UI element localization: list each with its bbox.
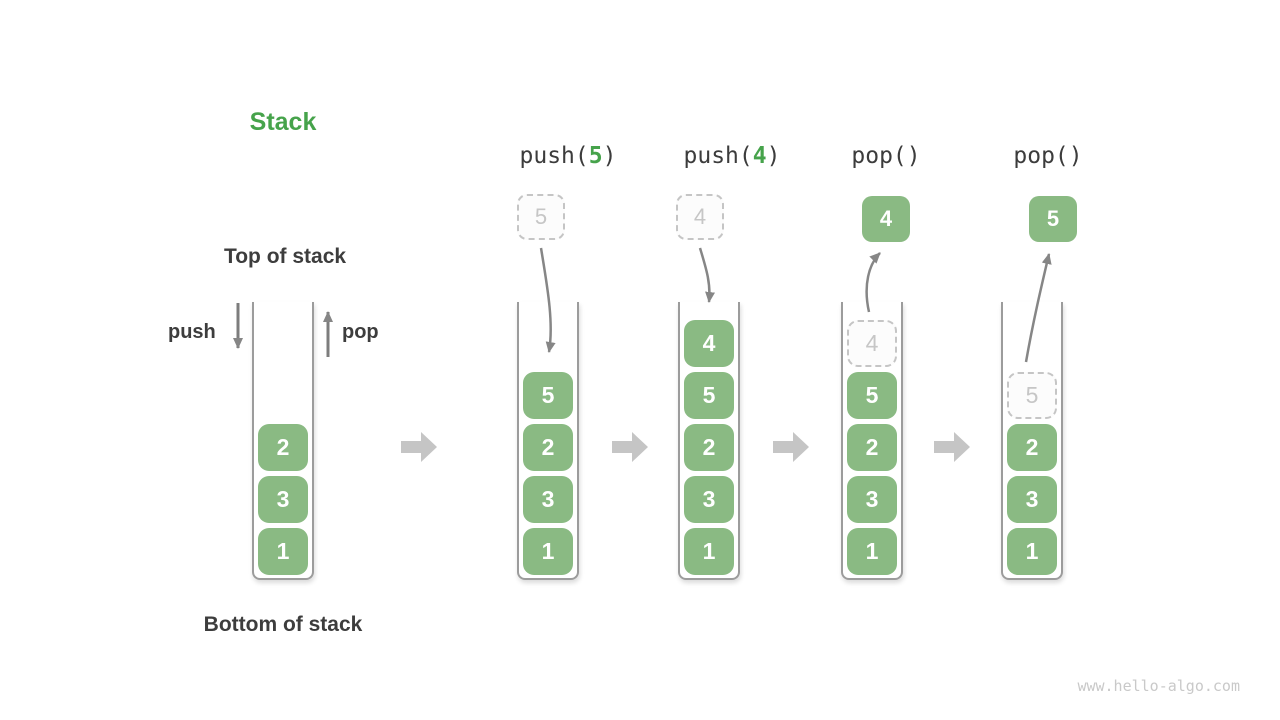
op-arg: 5 <box>588 143 603 169</box>
stack-cell: 1 <box>684 528 734 575</box>
op-close: ) <box>906 143 921 169</box>
bottom-of-stack-label: Bottom of stack <box>203 613 363 636</box>
stack-cell: 2 <box>258 424 308 471</box>
top-of-stack-label: Top of stack <box>223 245 347 268</box>
stack-cell: 3 <box>684 476 734 523</box>
stack-container-after-pop-5 <box>1001 302 1063 580</box>
pop-direction-label: pop <box>342 321 379 343</box>
stack-container-after-push-4 <box>678 302 740 580</box>
op-label-pop-1: pop() <box>851 143 920 169</box>
pushed-element-box: 5 <box>517 194 565 240</box>
op-label-push-4: push(4) <box>684 143 781 169</box>
stack-cell: 5 <box>684 372 734 419</box>
op-label-pop-2: pop() <box>1013 143 1082 169</box>
diagram-title: Stack <box>249 108 317 136</box>
popped-element-box: 5 <box>1029 196 1077 242</box>
stack-cell: 4 <box>684 320 734 367</box>
transition-arrow-icon <box>401 432 437 462</box>
push-direction-label: push <box>168 321 216 343</box>
stack-cell: 1 <box>523 528 573 575</box>
stack-cell: 3 <box>847 476 897 523</box>
transition-arrow-icon <box>773 432 809 462</box>
watermark: www.hello-algo.com <box>1077 677 1240 695</box>
op-close: ) <box>766 143 781 169</box>
stack-cell: 3 <box>1007 476 1057 523</box>
stack-cell: 2 <box>684 424 734 471</box>
pushed-element-box: 4 <box>676 194 724 240</box>
stack-cell: 2 <box>523 424 573 471</box>
stack-container-after-pop-4 <box>841 302 903 580</box>
stack-cell: 2 <box>1007 424 1057 471</box>
stack-cell: 3 <box>258 476 308 523</box>
stack-cell-removed: 4 <box>847 320 897 367</box>
op-label-push-5: push(5) <box>520 143 617 169</box>
stack-cell: 5 <box>523 372 573 419</box>
stack-cell: 2 <box>847 424 897 471</box>
op-name: pop( <box>1013 143 1069 169</box>
popped-element-box: 4 <box>862 196 910 242</box>
stack-cell-removed: 5 <box>1007 372 1057 419</box>
transition-arrow-icon <box>612 432 648 462</box>
stack-cell: 5 <box>847 372 897 419</box>
op-close: ) <box>602 143 617 169</box>
transition-arrow-icon <box>934 432 970 462</box>
op-name: pop( <box>851 143 907 169</box>
stack-container-initial <box>252 302 314 580</box>
op-name: push( <box>683 143 753 169</box>
op-arg: 4 <box>752 143 767 169</box>
stack-cell: 3 <box>523 476 573 523</box>
stack-cell: 1 <box>258 528 308 575</box>
stack-cell: 1 <box>847 528 897 575</box>
op-name: push( <box>519 143 589 169</box>
stack-container-after-push-5 <box>517 302 579 580</box>
op-close: ) <box>1068 143 1083 169</box>
push-4-arrow <box>698 247 716 303</box>
stack-cell: 1 <box>1007 528 1057 575</box>
